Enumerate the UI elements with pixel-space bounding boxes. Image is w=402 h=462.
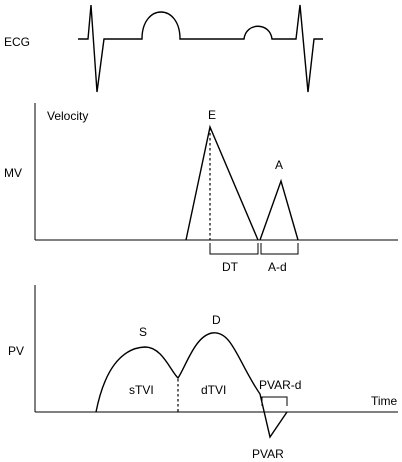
d-wave-label: D bbox=[212, 313, 221, 327]
stvi-label: sTVI bbox=[129, 383, 154, 397]
dt-bracket bbox=[209, 243, 259, 255]
velocity-label: Velocity bbox=[47, 109, 88, 123]
ecg-label: ECG bbox=[4, 35, 30, 49]
e-wave-label: E bbox=[208, 108, 216, 122]
mv-e-wave bbox=[185, 124, 259, 241]
time-label: Time bbox=[371, 394, 398, 408]
pvar-duration-label: PVAR-d bbox=[259, 378, 301, 392]
pv-flow-trace bbox=[95, 332, 288, 439]
s-wave-label: S bbox=[139, 325, 147, 339]
mv-panel: Velocity MV E A DT A-d bbox=[4, 103, 398, 274]
mv-a-wave bbox=[259, 178, 299, 241]
dt-label: DT bbox=[222, 260, 239, 274]
a-duration-bracket bbox=[260, 243, 299, 255]
pv-label: PV bbox=[8, 344, 24, 358]
pv-panel: PV Time S D sTVI dTVI PVAR-d PVAR bbox=[8, 285, 398, 461]
ecg-panel: ECG bbox=[4, 4, 323, 93]
ecg-trace bbox=[78, 4, 323, 93]
mv-label: MV bbox=[4, 166, 22, 180]
pvar-label: PVAR bbox=[252, 447, 284, 461]
dtvi-label: dTVI bbox=[201, 383, 226, 397]
a-wave-label: A bbox=[275, 158, 283, 172]
a-duration-label: A-d bbox=[268, 260, 287, 274]
pvar-duration-bracket bbox=[261, 396, 288, 406]
